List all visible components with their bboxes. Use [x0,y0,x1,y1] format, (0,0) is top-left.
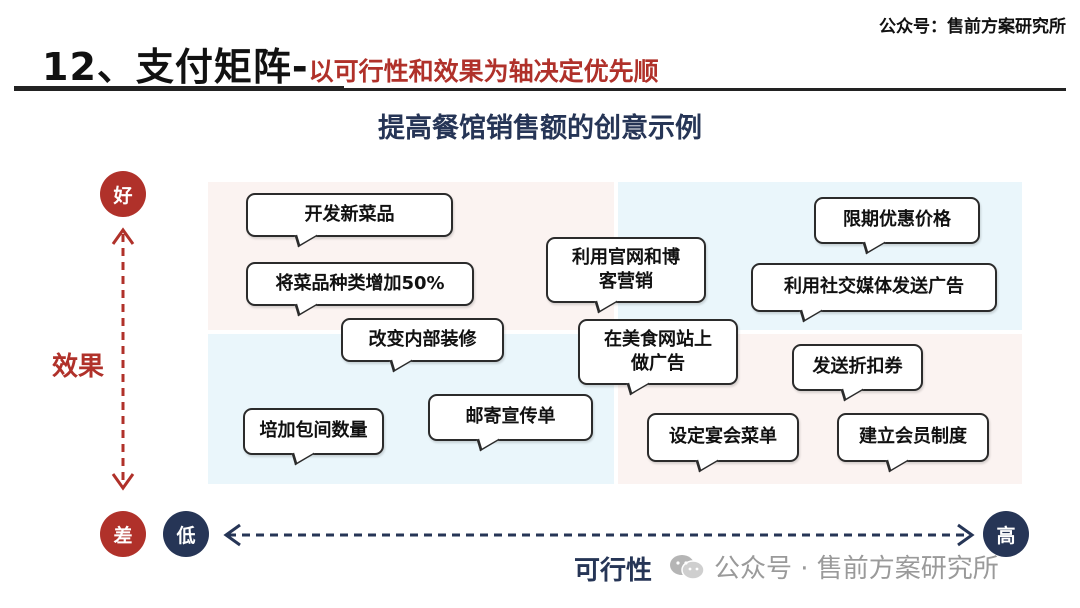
idea-bubble: 限期优惠价格 [814,197,980,244]
idea-text: 改变内部装修 [368,328,477,350]
x-axis-arrow [223,523,975,547]
feasibility-low-badge: 低 [163,511,209,557]
watermark: 公众号 · 售前方案研究所 [668,548,999,585]
idea-bubble: 发送折扣券 [792,344,923,391]
idea-bubble: 开发新菜品 [246,193,453,237]
y-axis-arrow [111,227,135,491]
y-axis-label: 效果 [52,352,105,382]
idea-text: 开发新菜品 [304,203,395,225]
idea-text: 在美食网站上做广告 [604,328,712,374]
idea-bubble: 利用官网和博客营销 [546,237,706,303]
idea-text: 将菜品种类增加50% [275,272,445,294]
effect-low-badge: 差 [100,511,146,557]
idea-text: 邮寄宣传单 [465,406,556,428]
watermark-text: 公众号 · 售前方案研究所 [714,554,999,584]
idea-bubble: 设定宴会菜单 [647,413,799,462]
idea-text: 发送折扣券 [812,356,903,378]
idea-bubble: 将菜品种类增加50% [246,262,474,306]
wechat-icon [670,554,705,580]
idea-bubble: 利用社交媒体发送广告 [751,263,997,312]
idea-bubble: 建立会员制度 [837,413,989,462]
idea-bubble: 改变内部装修 [341,318,504,362]
title-sub: 以可行性和效果为轴决定优先顺 [308,57,659,86]
idea-bubble: 在美食网站上做广告 [578,319,738,385]
title-divider-accent [14,86,344,91]
idea-text: 建立会员制度 [859,426,967,448]
idea-bubble: 邮寄宣传单 [428,394,593,441]
title-divider [14,88,1066,91]
source-label: 公众号：售前方案研究所 [879,17,1066,37]
idea-text: 利用官网和博客营销 [572,246,680,292]
effect-high-badge: 好 [100,171,146,217]
x-axis-label: 可行性 [574,556,653,586]
matrix-subtitle: 提高餐馆销售额的创意示例 [378,113,702,144]
page-title: 12、支付矩阵-以可行性和效果为轴决定优先顺 [42,36,659,91]
idea-text: 培加包间数量 [259,420,368,442]
idea-text: 利用社交媒体发送广告 [784,276,964,298]
idea-bubble: 培加包间数量 [243,408,384,455]
idea-text: 限期优惠价格 [843,209,951,231]
feasibility-high-badge: 高 [983,511,1029,557]
title-main: 12、支付矩阵- [42,45,309,89]
idea-text: 设定宴会菜单 [669,426,777,448]
